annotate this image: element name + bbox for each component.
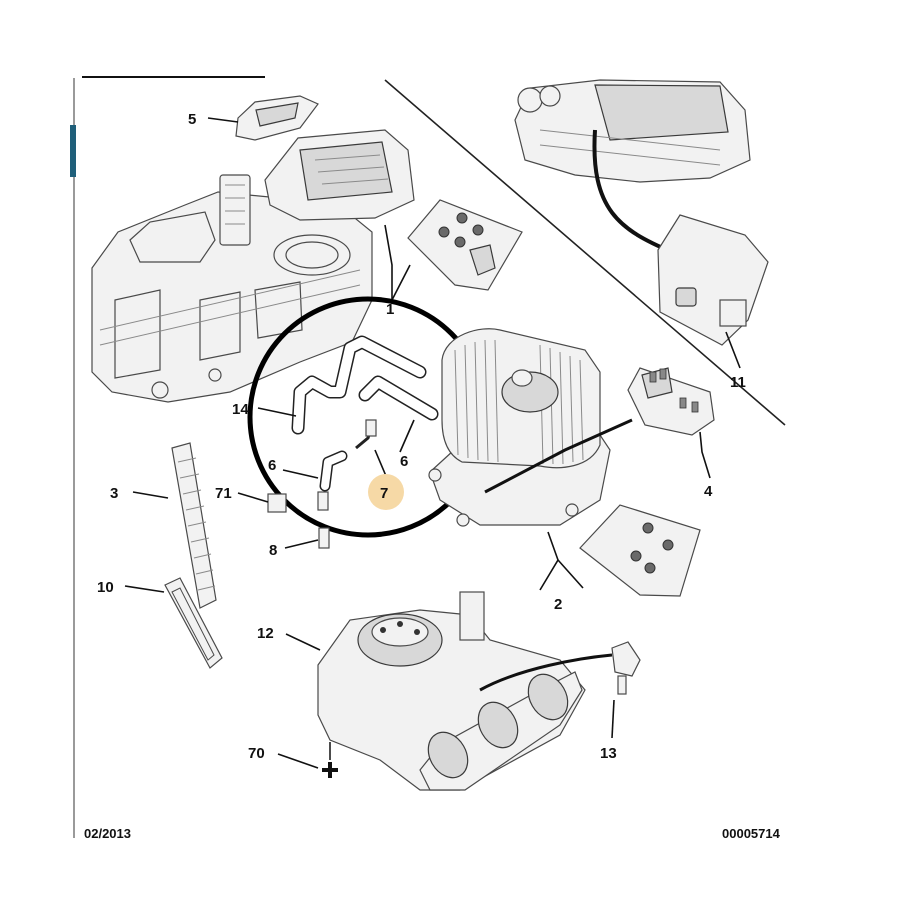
callout-labels: 5 1 11 14 6 6 7 4 3 71 8 10 2 12 13 70 [97, 111, 746, 762]
screw-pack-lower [579, 504, 701, 597]
screw-pack-upper [391, 199, 523, 301]
callout-10: 10 [97, 579, 114, 596]
callout-7-badge [368, 474, 404, 510]
callout-1: 1 [386, 301, 394, 318]
part-1-flap-frame [264, 129, 415, 300]
actuator-cable [592, 129, 673, 254]
part-70-marker [277, 742, 338, 778]
part-10-seal [124, 577, 223, 669]
callout-11: 11 [730, 374, 746, 391]
callout-2: 2 [554, 596, 562, 613]
callout-13: 13 [600, 745, 617, 762]
callout-6-right: 6 [400, 453, 408, 470]
part-4-resistor [627, 367, 715, 479]
left-edge-accent [70, 125, 76, 177]
blower-fan [428, 328, 633, 591]
callout-71: 71 [215, 485, 232, 502]
callout-7: 7 [380, 485, 388, 502]
callout-5: 5 [188, 111, 196, 128]
callout-14: 14 [232, 401, 249, 418]
part-5-cover [207, 95, 319, 141]
callout-4: 4 [704, 483, 713, 500]
hose-assembly [257, 335, 439, 492]
part-11-actuator [657, 214, 769, 369]
upper-right-housing [514, 79, 751, 183]
callout-3: 3 [110, 485, 118, 502]
part-3-pollen-filter [132, 442, 217, 609]
footer-reference: 00005714 [722, 826, 781, 841]
diagonal-divider [384, 79, 786, 426]
part-8-drain [284, 527, 330, 549]
callout-6-left: 6 [268, 457, 276, 474]
part-13-connector [611, 641, 641, 739]
part-12-lower-housing [285, 591, 613, 791]
callout-8: 8 [269, 542, 277, 559]
part-71-clip [237, 491, 329, 513]
callout-70: 70 [248, 745, 265, 762]
callout-12: 12 [257, 625, 274, 642]
footer-date: 02/2013 [84, 826, 131, 841]
